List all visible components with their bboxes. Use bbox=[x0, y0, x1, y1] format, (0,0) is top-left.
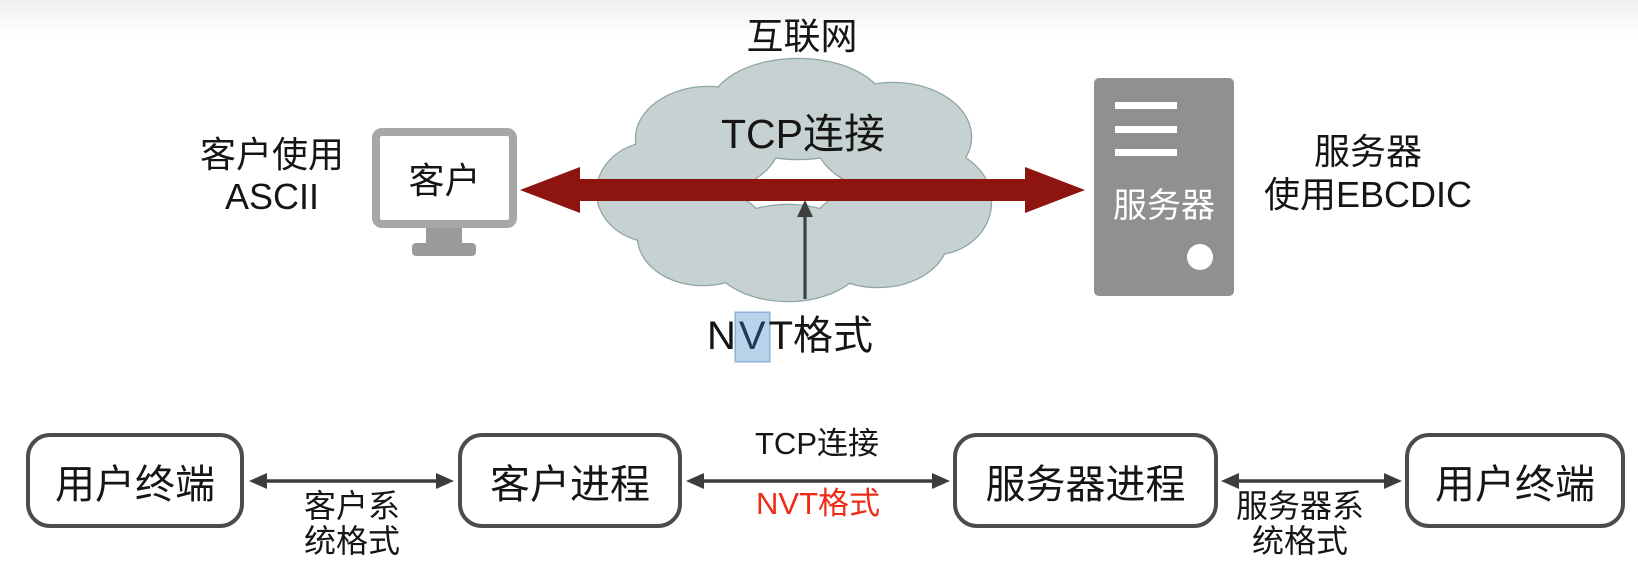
tcp-connection-label: TCP连接 bbox=[721, 111, 885, 157]
box-label: 用户终端 bbox=[55, 462, 215, 507]
server-vent-line bbox=[1115, 126, 1177, 133]
server-encoding-caption: 服务器 使用EBCDIC bbox=[1264, 130, 1472, 216]
label-line1: 服务器系 bbox=[1235, 488, 1365, 524]
box-user-terminal-right: 用户终端 bbox=[1405, 433, 1625, 528]
box-user-terminal-left: 用户终端 bbox=[26, 433, 244, 528]
server-tower-icon: 服务器 bbox=[1094, 78, 1234, 296]
box-label: 服务器进程 bbox=[985, 462, 1186, 507]
nvt-highlighted-letter: V bbox=[735, 313, 769, 361]
label-line2: 统格式 bbox=[303, 523, 401, 559]
client-encoding-caption: 客户使用 ASCII bbox=[200, 134, 344, 218]
server-vent-line bbox=[1115, 149, 1177, 156]
client-system-arrow bbox=[249, 473, 454, 489]
server-caption-line1: 服务器 bbox=[1313, 131, 1422, 172]
nvt-prefix: N bbox=[706, 314, 736, 358]
server-icon-label: 服务器 bbox=[1113, 187, 1215, 225]
server-system-format-label: 服务器系 统格式 bbox=[1236, 489, 1364, 559]
server-system-arrow bbox=[1221, 473, 1402, 489]
tcp-connection-bottom-label: TCP连接 bbox=[755, 426, 879, 461]
server-vent-line bbox=[1115, 102, 1177, 109]
client-caption-line1: 客户使用 bbox=[199, 134, 345, 175]
box-server-process: 服务器进程 bbox=[953, 433, 1218, 528]
label-line1: 客户系 bbox=[303, 488, 401, 524]
box-label: 客户进程 bbox=[490, 462, 650, 507]
client-monitor-label: 客户 bbox=[408, 160, 481, 201]
internet-cloud-icon bbox=[595, 57, 993, 303]
nvt-suffix: T格式 bbox=[768, 314, 874, 358]
server-power-dot bbox=[1187, 244, 1213, 270]
nvt-format-red-label: NVT格式 bbox=[756, 486, 880, 521]
client-monitor-icon: 客户 bbox=[372, 128, 517, 228]
internet-label: 互联网 bbox=[746, 16, 858, 57]
box-client-process: 客户进程 bbox=[458, 433, 682, 528]
client-system-format-label: 客户系 统格式 bbox=[304, 489, 400, 559]
label-line2: 统格式 bbox=[1251, 523, 1349, 559]
monitor-stand-neck bbox=[426, 226, 462, 247]
top-fade-gradient bbox=[0, 0, 1638, 36]
client-caption-line2: ASCII bbox=[224, 176, 320, 217]
server-caption-line2: 使用EBCDIC bbox=[1263, 174, 1473, 215]
box-label: 用户终端 bbox=[1435, 462, 1595, 507]
nvt-format-label: NVT格式 bbox=[707, 303, 873, 361]
monitor-stand-base bbox=[412, 243, 476, 256]
